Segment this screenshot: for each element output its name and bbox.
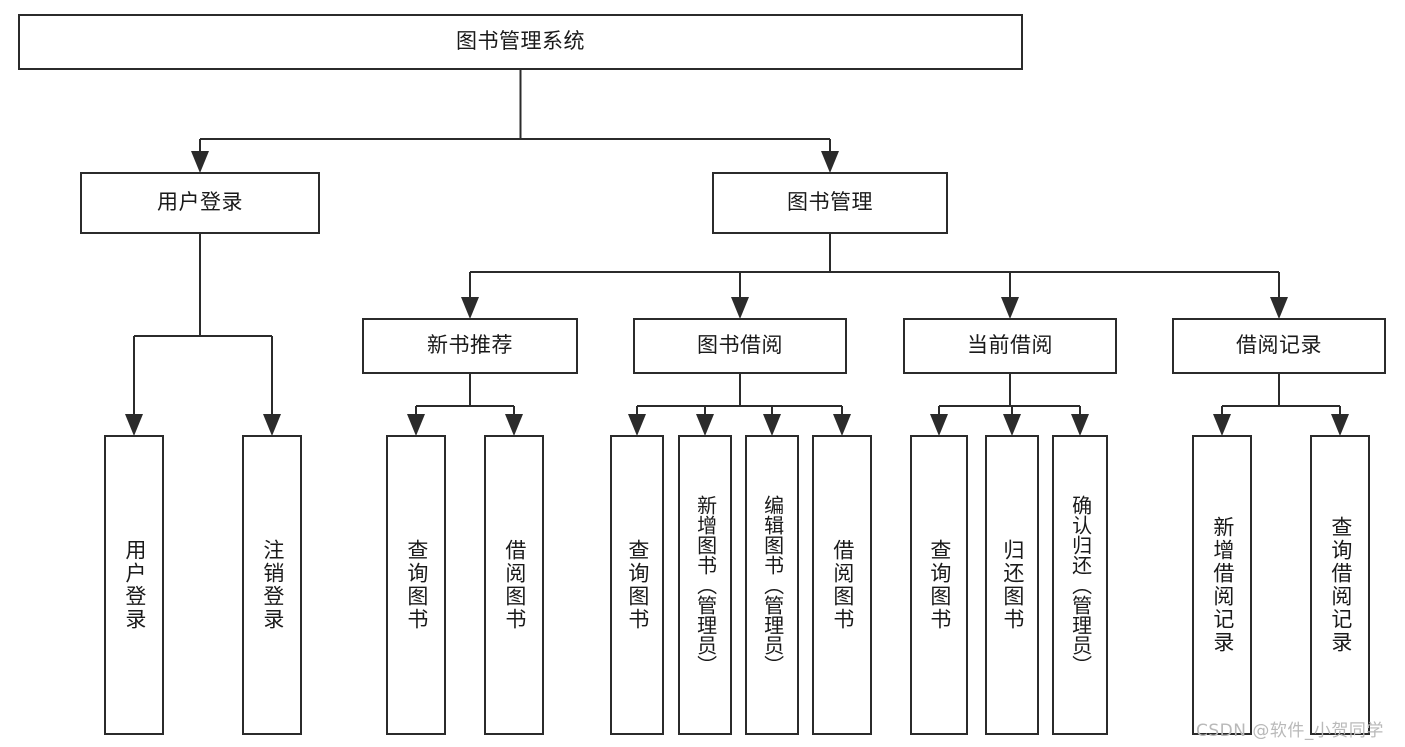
node-label: 注销登录 [260,539,285,631]
node-label: 新增图书（管理员） [693,495,718,675]
node-qbook1[interactable]: 查询图书 [386,435,446,735]
node-label: 查询借阅记录 [1328,516,1353,654]
node-editbook[interactable]: 编辑图书（管理员） [745,435,799,735]
node-borrow[interactable]: 图书借阅 [633,318,847,374]
node-userlogout[interactable]: 注销登录 [242,435,302,735]
node-login[interactable]: 用户登录 [80,172,320,234]
node-label: 确认归还（管理员） [1068,495,1093,675]
node-label: 编辑图书（管理员） [760,495,785,675]
node-qbook3[interactable]: 查询图书 [910,435,968,735]
csdn-watermark: CSDN @软件_小贺同学 [1196,721,1384,741]
node-qrecord[interactable]: 查询借阅记录 [1310,435,1370,735]
node-records[interactable]: 借阅记录 [1172,318,1386,374]
node-confirm[interactable]: 确认归还（管理员） [1052,435,1108,735]
node-bookmgmt[interactable]: 图书管理 [712,172,948,234]
node-addrecord[interactable]: 新增借阅记录 [1192,435,1252,735]
node-label: 查询图书 [625,539,650,631]
node-current[interactable]: 当前借阅 [903,318,1117,374]
node-userlogin[interactable]: 用户登录 [104,435,164,735]
node-returnbook[interactable]: 归还图书 [985,435,1039,735]
node-label: 新增借阅记录 [1210,516,1235,654]
node-bbook1[interactable]: 借阅图书 [484,435,544,735]
node-label: 归还图书 [1000,539,1025,631]
node-label: 借阅图书 [502,539,527,631]
node-label: 用户登录 [122,539,147,631]
node-newbooks[interactable]: 新书推荐 [362,318,578,374]
node-label: 查询图书 [927,539,952,631]
node-bbook2[interactable]: 借阅图书 [812,435,872,735]
node-label: 借阅图书 [830,539,855,631]
node-root[interactable]: 图书管理系统 [18,14,1023,70]
node-label: 查询图书 [404,539,429,631]
node-qbook2[interactable]: 查询图书 [610,435,664,735]
node-addbook[interactable]: 新增图书（管理员） [678,435,732,735]
